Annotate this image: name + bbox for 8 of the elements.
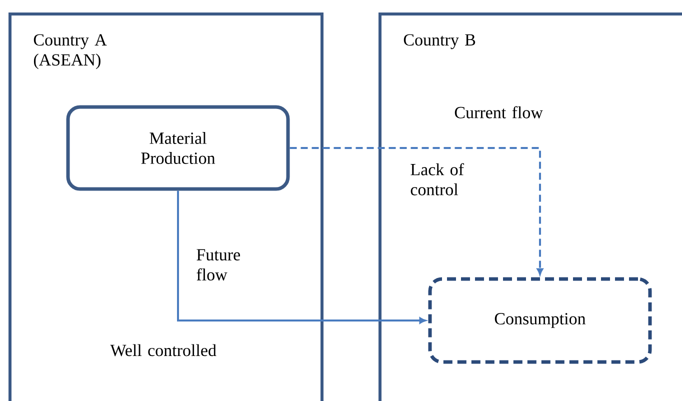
- arrow: [177, 190, 426, 324]
- arrow: [290, 147, 544, 275]
- edge-label: Future flow: [196, 249, 240, 280]
- note-text: Well controlled: [110, 344, 216, 356]
- edge-label: Current flow: [454, 106, 543, 118]
- process-box: Material Production: [66, 105, 290, 191]
- dashed-box: Consumption: [428, 277, 652, 364]
- note-text: Lack of control: [410, 163, 464, 196]
